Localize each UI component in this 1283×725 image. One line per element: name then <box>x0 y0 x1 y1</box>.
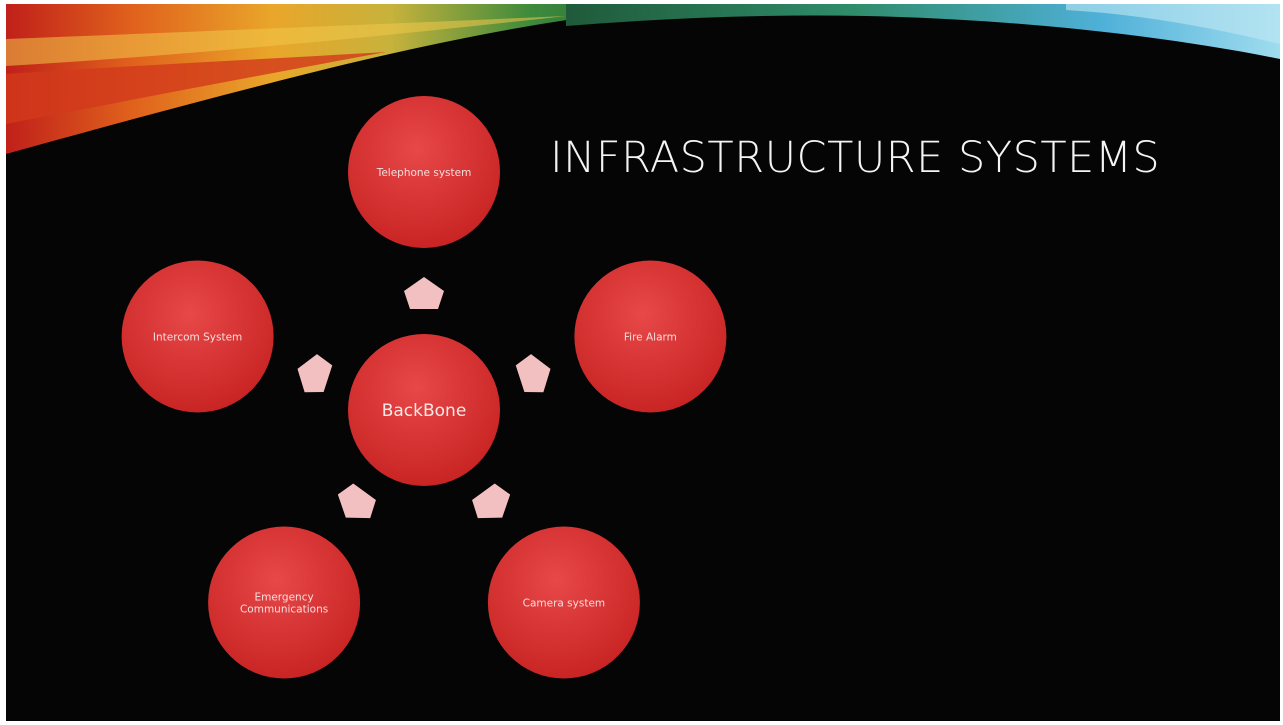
arrow-to-telephone <box>404 277 444 309</box>
node-label-telephone: Telephone system <box>376 167 472 179</box>
node-label-intercom: Intercom System <box>153 332 242 344</box>
node-label-backbone: BackBone <box>382 401 467 421</box>
node-label-fire-alarm: Fire Alarm <box>624 332 677 344</box>
arrow-to-fire-alarm <box>515 354 551 393</box>
node-telephone: Telephone system <box>348 96 500 248</box>
node-label-emergency: Communications <box>240 604 328 616</box>
node-circle-telephone <box>348 96 500 248</box>
node-label-emergency: Emergency <box>254 592 313 604</box>
node-backbone: BackBone <box>348 334 500 486</box>
node-intercom: Intercom System <box>121 260 274 413</box>
node-camera: Camera system <box>487 526 640 679</box>
node-circle-camera <box>487 526 640 679</box>
decorative-swoosh <box>6 4 1280 174</box>
node-circle-backbone <box>348 334 500 486</box>
node-fire-alarm: Fire Alarm <box>574 260 727 413</box>
node-circle-fire-alarm <box>574 260 727 413</box>
arrow-to-camera <box>472 483 511 519</box>
arrow-to-emergency <box>337 483 376 519</box>
arrow-to-intercom <box>297 354 333 393</box>
node-circle-emergency <box>208 526 361 679</box>
arrows-layer <box>297 277 551 519</box>
node-label-camera: Camera system <box>523 598 606 610</box>
slide-title: INFRASTRUCTURE SYSTEMS <box>550 133 1161 183</box>
node-circle-intercom <box>121 260 274 413</box>
